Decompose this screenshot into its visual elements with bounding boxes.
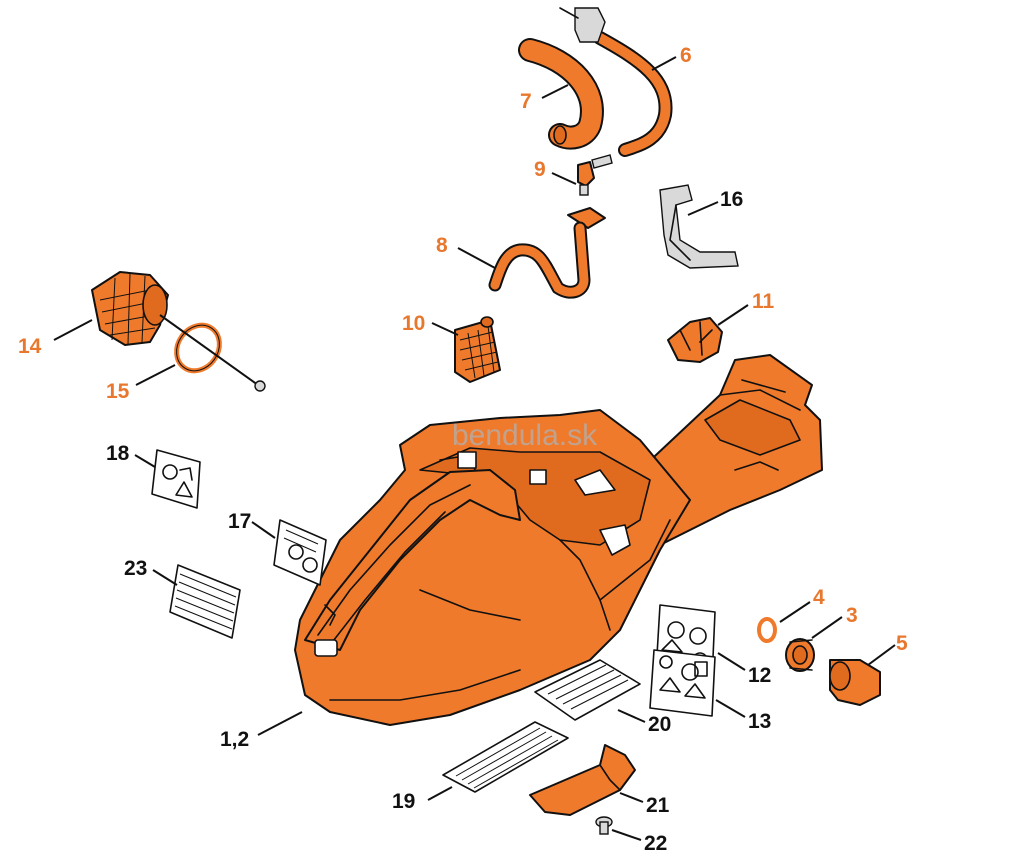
label-1-2: 1,2	[220, 728, 249, 751]
decal-17	[273, 519, 327, 586]
part-11-grommet	[667, 317, 723, 363]
label-13: 13	[748, 710, 771, 733]
part-15-gasket	[159, 314, 266, 392]
label-17: 17	[228, 510, 251, 533]
watermark: bendula.sk	[452, 419, 598, 452]
part-9-fitting	[577, 154, 613, 196]
part-10-filter	[454, 316, 501, 383]
label-10: 10	[402, 312, 425, 335]
plate-23	[169, 564, 241, 639]
part-21-guard	[529, 744, 636, 816]
label-15: 15	[106, 380, 130, 403]
part-5-cap	[829, 659, 881, 706]
label-9: 9	[534, 158, 546, 181]
part-6-fuel-hose	[559, 7, 673, 157]
label-22: 22	[644, 832, 667, 851]
decal-13	[649, 649, 716, 717]
part-22-screw	[595, 816, 613, 835]
label-20: 20	[648, 713, 671, 736]
label-3: 3	[846, 604, 858, 627]
part-7-hose	[518, 38, 604, 150]
label-4: 4	[813, 586, 825, 609]
part-14-air-filter	[91, 271, 169, 346]
decal-18	[151, 449, 201, 509]
main-housing	[294, 354, 823, 726]
part-4-o-ring	[757, 617, 777, 643]
label-12: 12	[748, 664, 771, 687]
label-6: 6	[680, 44, 692, 67]
plate-20	[534, 659, 641, 721]
label-23: 23	[124, 557, 147, 580]
part-3-fitting	[785, 638, 815, 672]
label-16: 16	[720, 188, 743, 211]
label-7: 7	[520, 90, 532, 113]
label-14: 14	[18, 335, 42, 358]
leader-lines	[53, 56, 896, 841]
label-5: 5	[896, 632, 908, 655]
label-19: 19	[392, 790, 415, 813]
label-8: 8	[436, 234, 448, 257]
label-21: 21	[646, 794, 670, 817]
part-8-fuel-line	[488, 207, 606, 299]
part-16-bracket	[659, 184, 739, 269]
label-18: 18	[106, 442, 130, 465]
label-11: 11	[752, 290, 775, 313]
plate-19	[442, 721, 569, 793]
